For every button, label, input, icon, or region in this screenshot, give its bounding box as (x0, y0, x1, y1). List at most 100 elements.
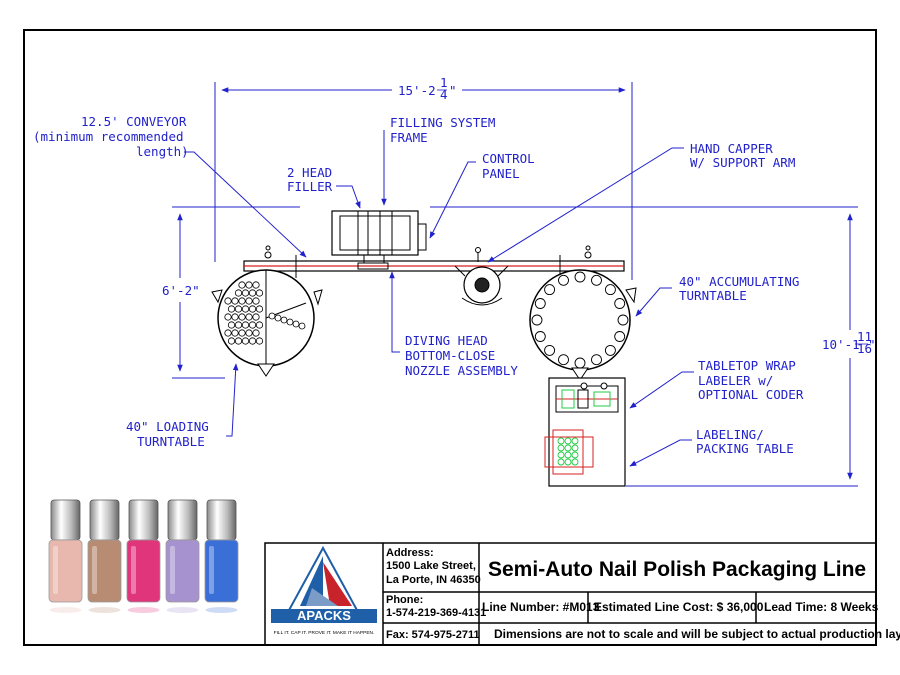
loading-turntable-bottles (224, 281, 306, 345)
bottle-marker (238, 297, 246, 305)
bottle-marker (248, 321, 257, 329)
bottle-marker (245, 297, 253, 305)
line-number: Line Number: #M013 (482, 600, 600, 614)
bottle-marker (544, 284, 556, 296)
bottle-marker (241, 289, 250, 297)
apacks-logo: APACKS FILL IT. CAP IT. PROVE IT. MAKE I… (271, 545, 377, 636)
bottle-marker (234, 337, 243, 345)
bottle-marker (571, 437, 579, 445)
bottle-cap (128, 499, 159, 541)
bottle-marker (268, 312, 276, 320)
left-height-dimension (172, 206, 300, 379)
bottle-marker (238, 329, 246, 337)
bottle-highlight (209, 546, 214, 594)
label-labeler-line1: TABLETOP WRAP (698, 358, 796, 373)
bottle-marker (241, 321, 250, 329)
leaders (184, 130, 694, 467)
width-dimension-text: 15'-2 (398, 83, 436, 98)
bottle-cap (50, 499, 81, 541)
nail-polish-bottle (48, 499, 83, 613)
two-head-filler (331, 210, 427, 270)
bottle-marker (614, 331, 626, 342)
accumulating-turntable-bottles (531, 271, 629, 369)
packing-table-bottles (557, 437, 579, 466)
right-inch-mark: " (868, 337, 876, 352)
right-fraction-num: 11 (857, 329, 872, 344)
bottle-marker (544, 344, 556, 356)
bottle-marker (531, 314, 543, 326)
label-loading-line2: TURNTABLE (137, 434, 205, 449)
bottle-marker (227, 305, 236, 313)
label-filler-line2: FILLER (287, 179, 333, 194)
bottle-marker (617, 314, 629, 326)
label-panel-line2: PANEL (482, 166, 520, 181)
label-packing-line2: PACKING TABLE (696, 441, 794, 456)
label-conveyor-line3: length) (136, 144, 189, 159)
bottle-marker (534, 298, 546, 309)
bottle-marker (241, 305, 250, 313)
bottle-highlight (92, 546, 97, 594)
disclaimer: Dimensions are not to scale and will be … (494, 627, 900, 641)
bottle-marker (227, 321, 236, 329)
bottle-marker (234, 305, 243, 313)
bottle-marker (292, 320, 300, 328)
bottle-marker (564, 458, 572, 466)
right-fraction-den: 16 (857, 341, 872, 356)
bottle-marker (238, 313, 246, 321)
label-frame-line1: FILLING SYSTEM (390, 115, 495, 130)
label-nozzle-line2: BOTTOM-CLOSE (405, 348, 495, 363)
hand-capper (454, 247, 509, 306)
label-capper-line2: W/ SUPPORT ARM (690, 155, 795, 170)
bottle-marker (591, 274, 602, 286)
phone-label: Phone: (386, 594, 423, 606)
fax-number: Fax: 574-975-2711 (386, 629, 480, 641)
width-fraction-den: 4 (440, 87, 448, 102)
address-line1: 1500 Lake Street, (386, 560, 476, 572)
bottle-marker (255, 321, 264, 329)
label-capper-line1: HAND CAPPER (690, 141, 773, 156)
bottle-marker (252, 313, 260, 321)
bottle-marker (280, 316, 288, 324)
bottle-highlight (170, 546, 175, 594)
label-accum-line1: 40" ACCUMULATING (679, 274, 799, 289)
labeler-and-packing-table (544, 377, 626, 487)
bottle-reflection (205, 607, 238, 613)
label-panel-line1: CONTROL (482, 151, 535, 166)
label-frame-line2: FRAME (390, 130, 428, 145)
label-filler-line1: 2 HEAD (287, 165, 332, 180)
right-height-text: 10'-1 (822, 337, 860, 352)
label-labeler-line2: LABELER w/ (698, 373, 773, 388)
bottle-marker (224, 313, 232, 321)
estimated-cost: Estimated Line Cost: $ 36,000 (594, 600, 764, 614)
right-height-dimension (430, 206, 858, 487)
phone-number: 1-574-219-369-4131 (386, 607, 486, 619)
bottle-marker (255, 337, 264, 345)
bottle-marker (557, 451, 565, 459)
bottle-marker (274, 314, 282, 322)
nail-polish-bottle (87, 499, 122, 613)
bottle-marker (252, 329, 260, 337)
bottle-marker (252, 297, 260, 305)
bottle-marker (231, 329, 239, 337)
label-conveyor-line1: 12.5' CONVEYOR (81, 114, 187, 129)
width-fraction-num: 1 (440, 75, 448, 90)
bottle-marker (604, 284, 616, 296)
bottle-cap (89, 499, 120, 541)
bottle-marker (557, 458, 565, 466)
bottle-marker (571, 451, 579, 459)
bottle-marker (231, 313, 239, 321)
label-labeler-line3: OPTIONAL CODER (698, 387, 804, 402)
bottle-marker (224, 329, 232, 337)
bottle-marker (255, 289, 264, 297)
bottle-marker (231, 297, 239, 305)
label-nozzle-line1: DIVING HEAD (405, 333, 488, 348)
nail-polish-bottle (165, 499, 200, 613)
bottle-marker (564, 437, 572, 445)
bottle-marker (604, 344, 616, 356)
bottle-marker (298, 322, 306, 330)
bottle-body (126, 539, 161, 603)
bottle-reflection (49, 607, 82, 613)
bottle-marker (557, 437, 565, 445)
bottle-marker (558, 354, 569, 366)
